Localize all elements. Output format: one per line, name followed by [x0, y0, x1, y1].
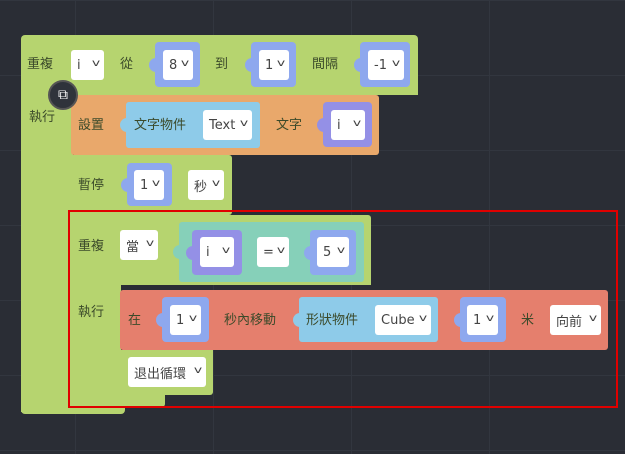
- shape-object-label: 形狀物件: [306, 313, 359, 328]
- at-label: 在: [128, 313, 142, 328]
- text-label: 文字: [276, 118, 303, 133]
- dropdown-value: 1: [140, 177, 149, 193]
- while-do-label: 執行: [78, 305, 105, 320]
- pause-label: 暫停: [78, 178, 105, 193]
- chevron-down-icon: v: [418, 313, 428, 324]
- chevron-down-icon: v: [336, 245, 346, 256]
- dropdown-value: 當: [126, 239, 140, 255]
- step-label: 間隔: [312, 57, 339, 72]
- repeat-label: 重複: [27, 57, 54, 72]
- operator-dropdown[interactable]: =v: [257, 237, 289, 267]
- while-repeat-label: 重複: [78, 239, 105, 254]
- chevron-down-icon: v: [151, 178, 161, 189]
- dropdown-value: 1: [265, 57, 274, 73]
- chevron-down-icon: v: [193, 365, 203, 376]
- chevron-down-icon: v: [485, 313, 495, 324]
- dropdown-value: i: [337, 117, 341, 133]
- chevron-down-icon: v: [276, 245, 286, 256]
- dropdown-value: 1: [473, 312, 482, 328]
- from-label: 從: [120, 57, 134, 72]
- chevron-down-icon: v: [221, 245, 231, 256]
- outer-repeat-spine: [21, 90, 73, 412]
- set-label: 設置: [78, 118, 105, 133]
- direction-dropdown[interactable]: 向前 v: [550, 305, 601, 335]
- dropdown-value: 1: [176, 312, 185, 328]
- do-label: 執行: [29, 110, 56, 125]
- dropdown-value: i: [206, 244, 210, 260]
- while-repeat-bottom: [71, 393, 165, 407]
- chevron-down-icon: v: [145, 238, 155, 249]
- dropdown-value: Cube: [381, 312, 415, 328]
- step-dropdown[interactable]: -1 v: [368, 50, 404, 80]
- highlight-box: [68, 210, 618, 408]
- break-dropdown[interactable]: 退出循環 v: [128, 357, 206, 387]
- dropdown-value: 退出循環: [134, 366, 187, 382]
- dropdown-value: 秒: [194, 179, 208, 195]
- chevron-down-icon: v: [239, 118, 249, 129]
- meter-label: 米: [521, 313, 535, 328]
- to-label: 到: [215, 57, 229, 72]
- chevron-down-icon: v: [91, 58, 101, 69]
- dropdown-value: 8: [169, 57, 178, 73]
- dropdown-value: -1: [374, 57, 387, 73]
- chevron-down-icon: v: [276, 58, 286, 69]
- chevron-down-icon: v: [211, 178, 221, 189]
- chevron-down-icon: v: [588, 313, 598, 324]
- move-action-label: 秒內移動: [224, 313, 277, 328]
- dropdown-value: =: [263, 244, 274, 260]
- dropdown-value: 5: [323, 244, 332, 260]
- dropdown-value: i: [77, 57, 81, 73]
- text-object-label: 文字物件: [134, 118, 187, 133]
- dropdown-value: 向前: [556, 314, 583, 330]
- chevron-down-icon: v: [391, 58, 401, 69]
- chevron-down-icon: v: [352, 118, 362, 129]
- dropdown-value: Text: [209, 117, 236, 133]
- chevron-down-icon: v: [180, 58, 190, 69]
- chevron-down-icon: v: [188, 313, 198, 324]
- while-repeat-spine: [71, 280, 121, 400]
- copy-icon[interactable]: ⧉: [48, 80, 78, 110]
